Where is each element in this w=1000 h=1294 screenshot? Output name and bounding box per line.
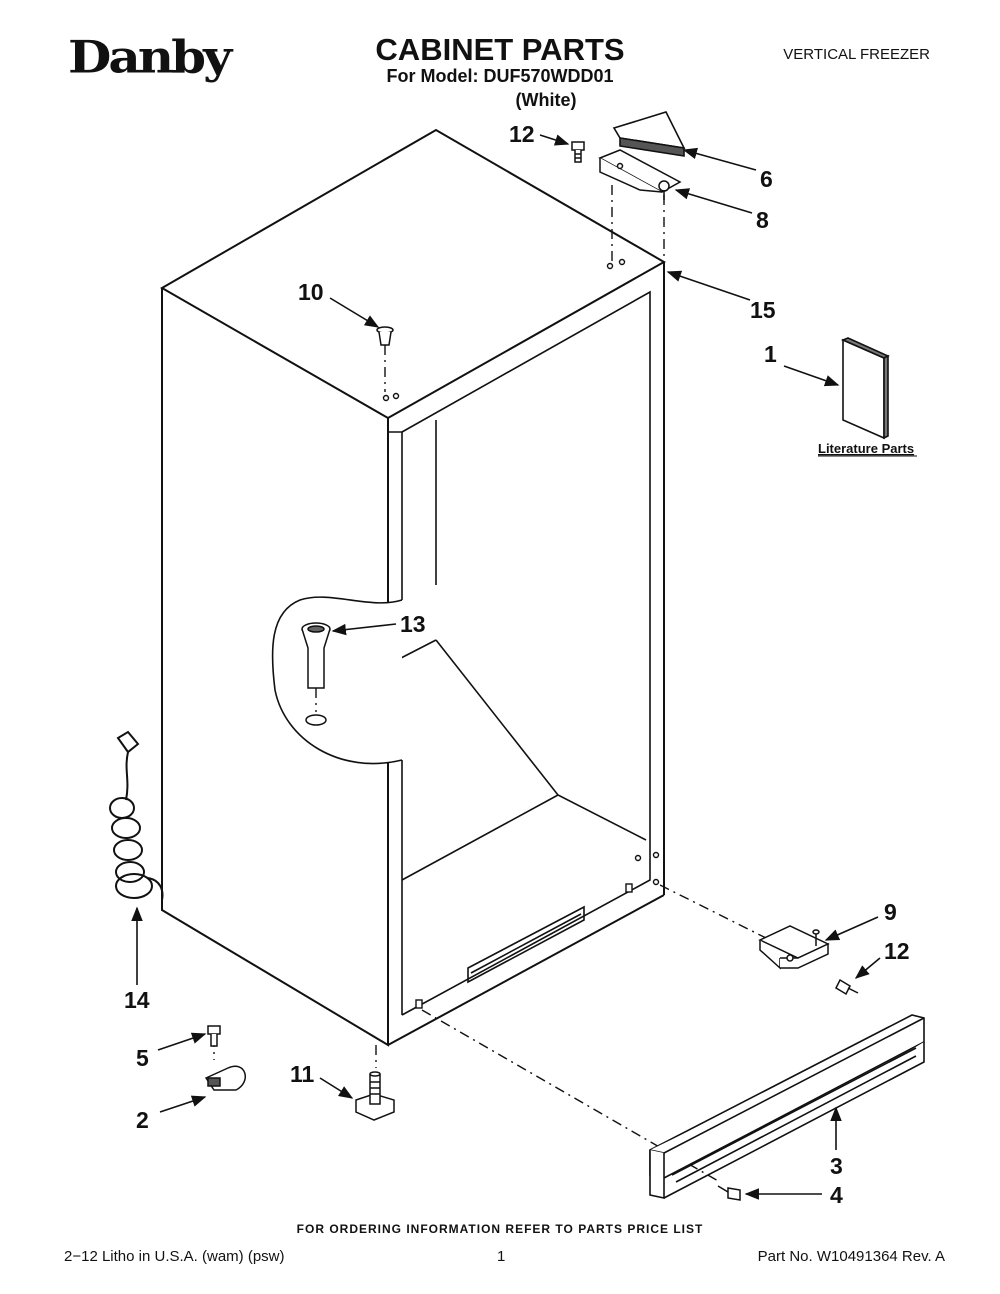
toe-grille-part bbox=[649, 1014, 925, 1199]
cutaway-outline bbox=[271, 596, 403, 765]
model-line: For Model: DUF570WDD01 bbox=[386, 66, 614, 86]
leveling-leg-part bbox=[355, 1071, 395, 1121]
callout-6: 6 bbox=[760, 166, 773, 192]
screw-bottom-part bbox=[835, 978, 859, 996]
plug-part bbox=[376, 326, 394, 346]
litho-note: 2−12 Litho in U.S.A. (wam) (psw) bbox=[64, 1248, 285, 1265]
drain-tube-part bbox=[301, 622, 331, 726]
bottom-hinge-part bbox=[758, 925, 830, 970]
cord-clamp-part bbox=[204, 1065, 246, 1091]
callout-13: 13 bbox=[400, 611, 426, 637]
callout-12-bottom: 12 bbox=[884, 938, 910, 964]
ordering-note: FOR ORDERING INFORMATION REFER TO PARTS … bbox=[296, 1222, 704, 1236]
literature-part bbox=[840, 337, 890, 440]
page-number: 1 bbox=[497, 1248, 506, 1265]
cabinet-body bbox=[159, 128, 667, 1047]
part-number: Part No. W10491364 Rev. A bbox=[757, 1248, 945, 1265]
callout-4: 4 bbox=[830, 1182, 843, 1208]
callout-12-top: 12 bbox=[509, 121, 535, 147]
callout-14: 14 bbox=[124, 987, 150, 1013]
bottom-slot bbox=[467, 905, 585, 984]
callout-2: 2 bbox=[136, 1107, 149, 1133]
callout-15: 15 bbox=[750, 297, 776, 323]
literature-parts-label: Literature Parts bbox=[818, 441, 914, 456]
clamp-screw-part bbox=[207, 1025, 221, 1047]
top-hinge-part bbox=[598, 149, 682, 200]
callout-8: 8 bbox=[756, 207, 769, 233]
screw-grille-part bbox=[717, 1185, 741, 1201]
callout-9: 9 bbox=[884, 899, 897, 925]
page-title: CABINET PARTS bbox=[375, 32, 625, 67]
callout-1: 1 bbox=[764, 341, 777, 367]
category-label: VERTICAL FREEZER bbox=[783, 46, 930, 63]
hinge-cover-part bbox=[612, 111, 686, 157]
mounting-holes bbox=[382, 258, 660, 1009]
callout-3: 3 bbox=[830, 1153, 843, 1179]
callout-10: 10 bbox=[298, 279, 324, 305]
leader-arrows bbox=[131, 134, 881, 1200]
power-cord-part bbox=[109, 730, 164, 901]
front-opening bbox=[299, 290, 651, 1045]
screw-top-part bbox=[571, 141, 585, 163]
callout-5: 5 bbox=[136, 1045, 149, 1071]
color-line: (White) bbox=[515, 90, 577, 110]
brand-logo: Danby bbox=[68, 30, 232, 84]
callout-11: 11 bbox=[290, 1061, 315, 1087]
